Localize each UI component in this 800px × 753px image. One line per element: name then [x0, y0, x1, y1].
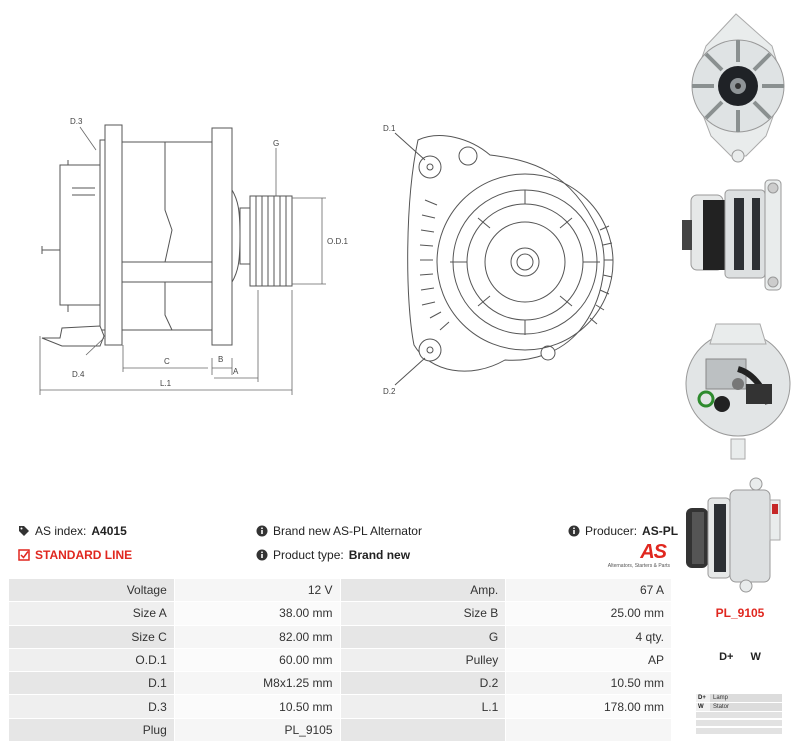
legend-row: D+ Lamp: [696, 694, 782, 702]
spec-value: [505, 717, 672, 743]
spec-key: [339, 717, 507, 743]
spec-key: L.1: [339, 694, 507, 719]
legend-blank-row: [696, 720, 782, 726]
label-b: B: [218, 355, 223, 364]
spec-key: Size B: [339, 601, 507, 626]
alternator-side-photo[interactable]: [676, 170, 800, 300]
spec-value: 10.50 mm: [173, 694, 341, 719]
alternator-front-photo[interactable]: [676, 6, 800, 166]
logo-mark: AS: [640, 541, 667, 563]
legend-row: W Stator: [696, 703, 782, 711]
legend-blank-row: [696, 728, 782, 734]
label-d2: D.2: [383, 387, 396, 396]
info-icon: [568, 525, 580, 537]
spec-key: G: [339, 624, 507, 649]
producer-label: Producer:: [585, 524, 638, 538]
as-index-label: AS index:: [35, 524, 87, 538]
spec-key: D.1: [8, 671, 175, 696]
description-text: Brand new AS-PL Alternator: [273, 524, 422, 538]
legend-code: D+: [696, 694, 710, 702]
spec-value: PL_9105: [173, 717, 341, 743]
legend-blank-row: [696, 712, 782, 718]
spec-value: 82.00 mm: [173, 624, 341, 649]
spec-key: Voltage: [8, 577, 175, 603]
spec-key: D.2: [339, 671, 507, 696]
spec-value: 60.00 mm: [173, 647, 341, 673]
label-od1: O.D.1: [327, 237, 348, 246]
tag-icon: [18, 525, 30, 537]
legend-code: W: [696, 703, 710, 711]
plug-connectors: D+ W: [719, 651, 761, 663]
as-index: AS index: A4015: [18, 524, 127, 538]
dimension-lines: [39, 126, 326, 395]
product-type-label: Product type:: [273, 548, 344, 562]
spec-value: 25.00 mm: [505, 601, 672, 626]
label-g: G: [273, 139, 279, 148]
plug-legend: D+ Lamp W Stator: [696, 694, 782, 736]
spec-value: 12 V: [173, 577, 341, 603]
info-icon: [256, 525, 268, 537]
label-d1: D.1: [383, 124, 396, 133]
spec-value: 38.00 mm: [173, 601, 341, 626]
product-info: AS index: A4015 STANDARD LINE Brand new …: [10, 518, 678, 574]
spec-key: Size C: [8, 624, 175, 649]
spec-key: Size A: [8, 601, 175, 626]
label-d3: D.3: [70, 117, 83, 126]
logo-tagline: Alternators, Starters & Parts: [607, 563, 670, 569]
description: Brand new AS-PL Alternator: [256, 524, 422, 538]
label-a: A: [233, 367, 239, 376]
label-d4: D.4: [72, 370, 85, 379]
alternator-rear-photo[interactable]: [676, 304, 800, 464]
legend-desc: Lamp: [710, 694, 782, 702]
spec-key: Amp.: [339, 577, 507, 603]
product-type-value: Brand new: [348, 548, 411, 562]
label-l1: L.1: [160, 379, 172, 388]
info-icon: [256, 549, 268, 561]
side-view: [41, 124, 293, 347]
producer-value: AS-PL: [642, 524, 679, 538]
spec-value: M8x1.25 mm: [173, 671, 341, 696]
spec-key: O.D.1: [8, 647, 175, 673]
spec-key: D.3: [8, 694, 175, 719]
spec-value: AP: [505, 647, 672, 673]
spec-key: Plug: [8, 717, 175, 743]
plug-name[interactable]: PL_9105: [715, 606, 765, 620]
standard-line-label: STANDARD LINE: [35, 548, 133, 562]
legend-desc: Stator: [710, 703, 782, 711]
spec-value: 67 A: [505, 577, 672, 603]
as-index-value: A4015: [91, 524, 127, 538]
producer: Producer: AS-PL: [568, 524, 678, 538]
spec-key: Pulley: [339, 647, 507, 673]
checkbox-icon: [18, 549, 30, 561]
spec-value: 4 qty.: [505, 624, 672, 649]
front-view: [394, 132, 614, 386]
label-c: C: [164, 357, 170, 366]
spec-value: 178.00 mm: [505, 694, 672, 719]
technical-drawing: D.3 D.4 G O.D.1 C B A L.1 D.1 D.2: [39, 117, 614, 396]
spec-value: 10.50 mm: [505, 671, 672, 696]
alternator-angle-photo[interactable]: [676, 468, 800, 598]
product-type: Product type: Brand new: [256, 548, 410, 562]
as-pl-logo: AS Alternators, Starters & Parts: [592, 541, 672, 571]
standard-line: STANDARD LINE: [18, 548, 132, 562]
